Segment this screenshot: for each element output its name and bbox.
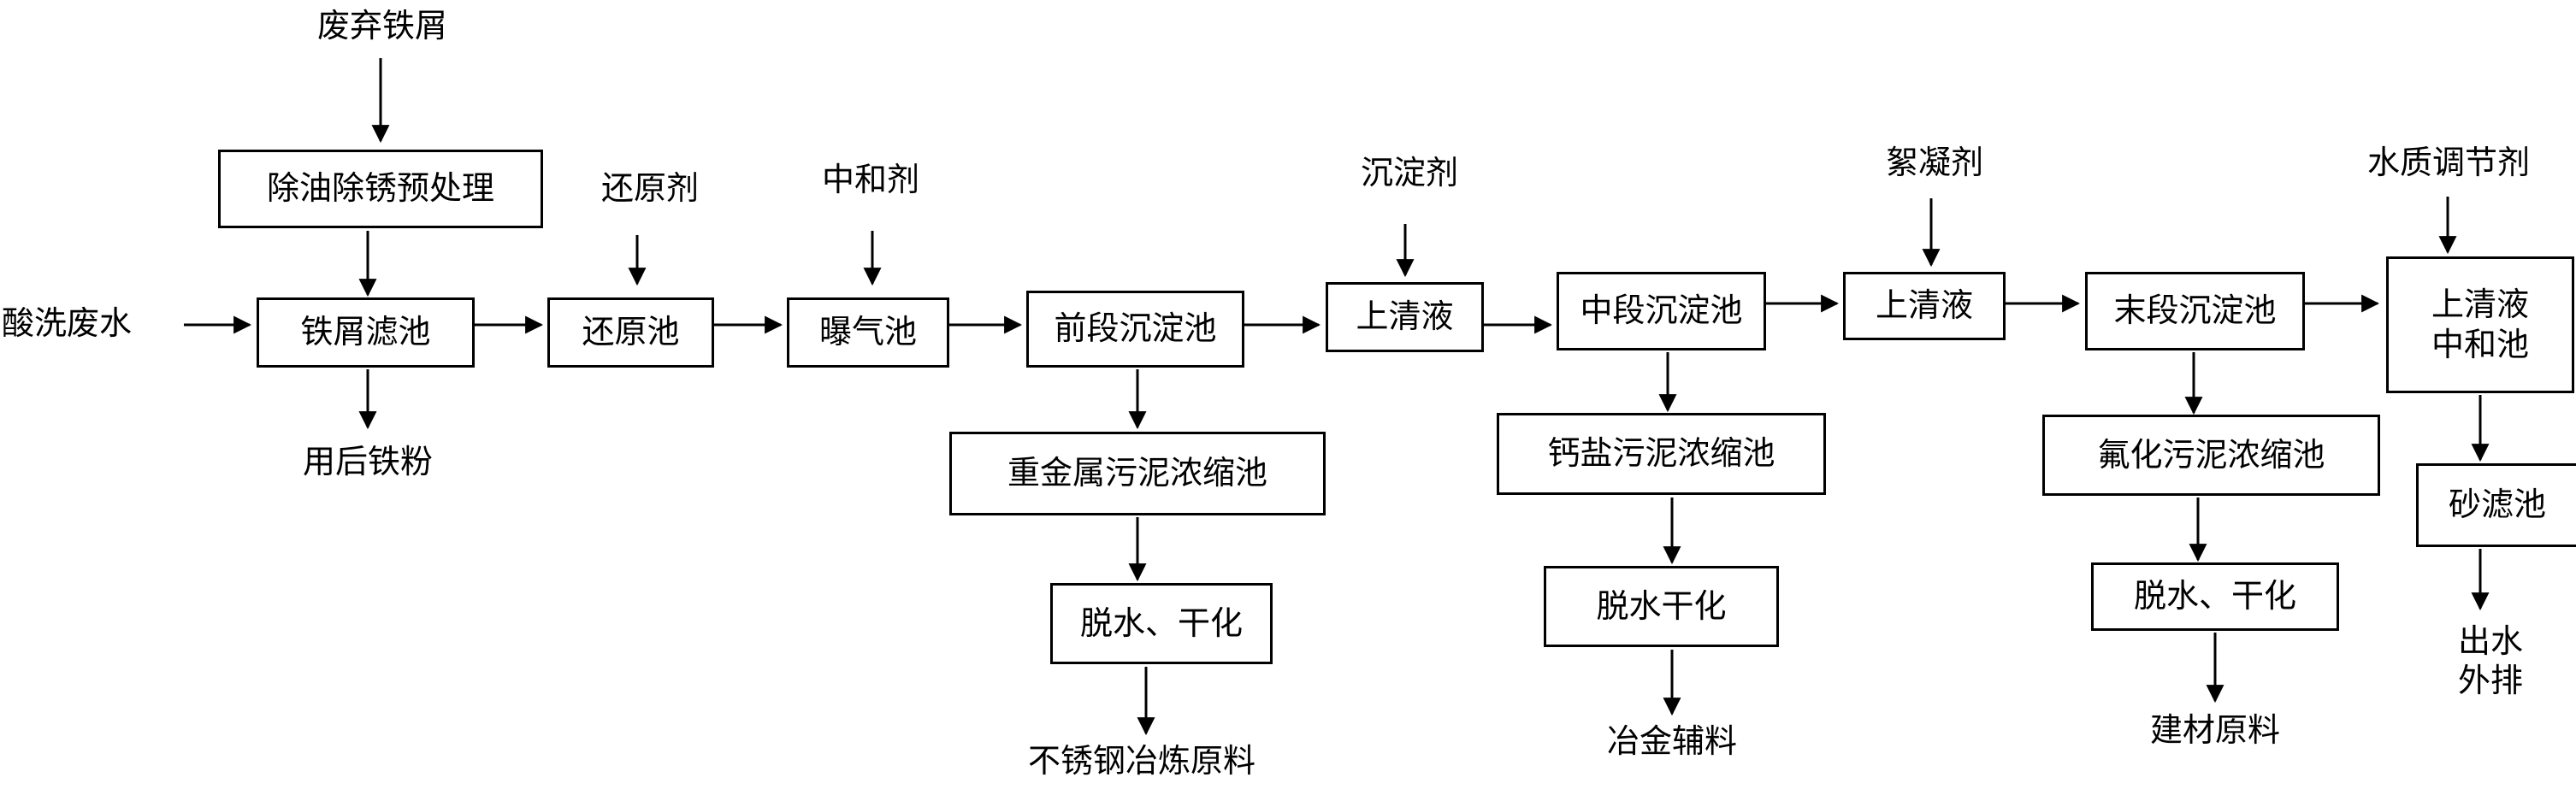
box-supernatant-1: 上清液 [1326,282,1484,352]
box-supernatant-2: 上清液 [1843,272,2006,340]
box-calcium-sludge: 钙盐污泥浓缩池 [1497,413,1826,495]
box-mid-settling: 中段沉淀池 [1557,272,1766,350]
box-heavy-metal-sludge: 重金属污泥浓缩池 [949,432,1326,515]
label-water-adjuster: 水质调节剂 [2366,144,2531,181]
label-neutralizer: 中和剂 [821,161,920,198]
label-used-iron-powder: 用后铁粉 [302,443,434,480]
label-acid-wastewater: 酸洗废水 [2,304,133,342]
label-waste-iron: 废弃铁屑 [316,7,448,44]
box-sand-filter: 砂滤池 [2416,463,2576,547]
label-discharge: 出水 外排 [2452,622,2529,700]
box-aeration-tank: 曝气池 [787,297,949,368]
box-reduction-tank: 还原池 [547,297,714,368]
box-pretreatment: 除油除锈预处理 [218,150,543,228]
label-discharge-line1: 出水 [2457,622,2523,660]
label-reducer: 还原剂 [600,169,700,207]
box-dewater-1: 脱水、干化 [1050,583,1273,664]
label-precipitant: 沉淀剂 [1360,154,1459,191]
label-building-material: 建材原料 [2149,711,2281,749]
box-final-neutralization: 上清液 中和池 [2386,256,2574,393]
box-end-settling: 末段沉淀池 [2085,272,2305,350]
box-final-line1: 上清液 [2431,285,2529,323]
label-metallurgy-aux: 冶金辅料 [1606,722,1738,760]
label-discharge-line2: 外排 [2457,661,2523,699]
box-fluoride-sludge: 氟化污泥浓缩池 [2042,415,2380,496]
label-flocculant: 絮凝剂 [1885,144,1984,181]
box-dewater-3: 脱水、干化 [2091,562,2339,631]
label-stainless-raw: 不锈钢冶炼原料 [1027,742,1256,780]
box-dewater-2: 脱水干化 [1544,566,1779,647]
box-final-line2: 中和池 [2431,326,2529,363]
box-iron-filter: 铁屑滤池 [257,297,475,368]
box-front-settling: 前段沉淀池 [1026,291,1244,368]
